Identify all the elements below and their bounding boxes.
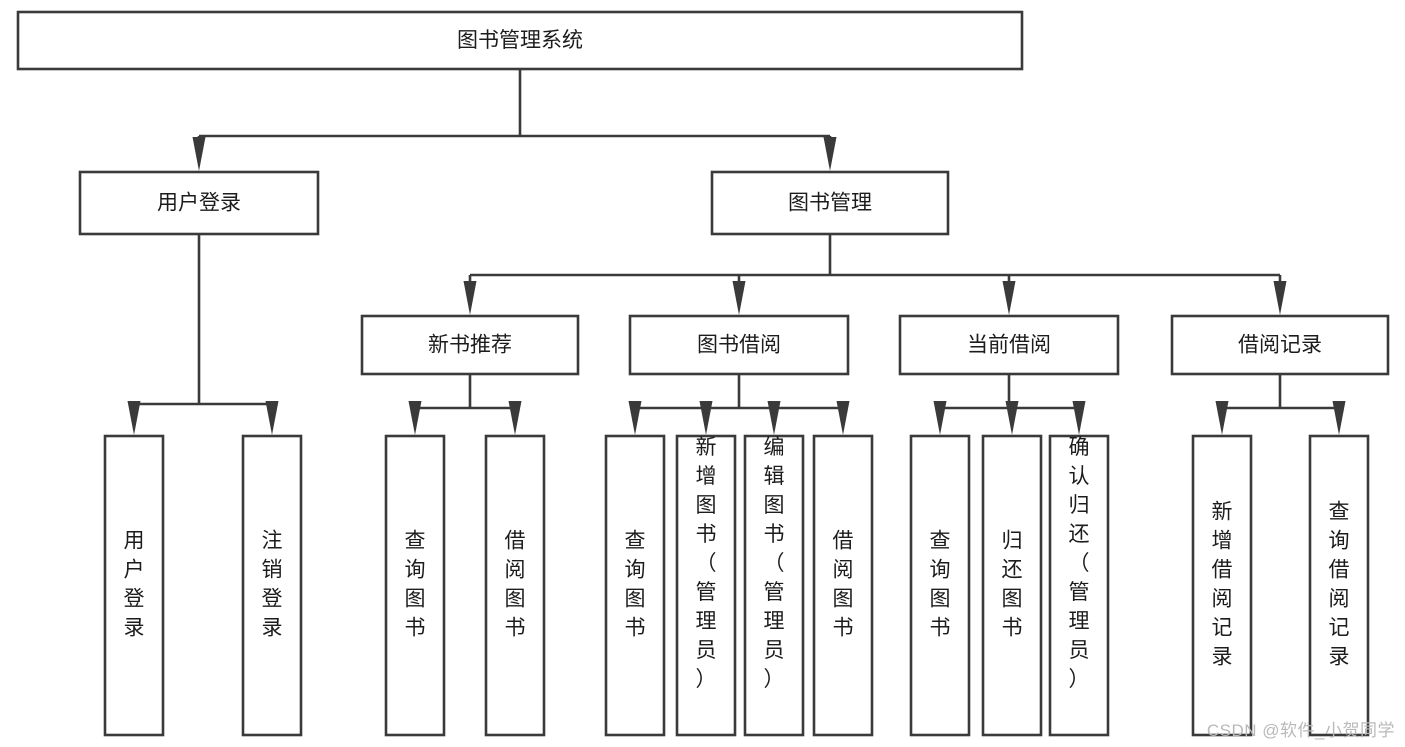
node-label: 当前借阅 xyxy=(967,334,1051,357)
node-layer: 图书管理系统用户登录图书管理新书推荐图书借阅当前借阅借阅记录用户登录注销登录查询… xyxy=(16,10,1390,737)
node-leaf-query-book-recommend[interactable]: 查询图书 xyxy=(384,434,446,737)
arrow-head-icon xyxy=(463,281,477,315)
node-box[interactable] xyxy=(898,314,1120,376)
node-leaf-user-login[interactable]: 用户登录 xyxy=(103,434,165,737)
arrow-head-icon xyxy=(1273,281,1287,315)
node-box[interactable] xyxy=(103,434,165,737)
node-box[interactable] xyxy=(78,170,320,236)
node-label: 注销登录 xyxy=(262,530,283,640)
connector-group-borrow-record xyxy=(1215,374,1346,435)
arrow-head-icon xyxy=(408,401,422,435)
node-label: 图书借阅 xyxy=(697,334,781,357)
arrow-head-icon xyxy=(1215,401,1229,435)
node-box[interactable] xyxy=(1191,434,1253,737)
node-label: 借阅图书 xyxy=(833,530,854,640)
arrow-head-icon xyxy=(265,401,279,435)
node-book-borrow[interactable]: 图书借阅 xyxy=(628,314,850,376)
node-label: 用户登录 xyxy=(157,192,241,215)
csdn-watermark: CSDN @软件_小贺同学 xyxy=(1206,721,1395,740)
node-label: 新增借阅记录 xyxy=(1212,501,1233,669)
node-label: 借阅记录 xyxy=(1238,334,1322,357)
node-book-manage[interactable]: 图书管理 xyxy=(710,170,950,236)
node-label: 确认归还（管理员） xyxy=(1069,436,1090,691)
connector-group-current-borrow xyxy=(933,374,1086,435)
node-box[interactable] xyxy=(384,434,446,737)
node-borrow-record[interactable]: 借阅记录 xyxy=(1170,314,1390,376)
arrow-head-icon xyxy=(1072,401,1086,435)
node-leaf-borrow-book[interactable]: 借阅图书 xyxy=(812,434,874,737)
arrow-head-icon xyxy=(192,137,206,171)
node-leaf-add-book[interactable]: 新增图书（管理员） xyxy=(675,434,737,737)
node-label: 查询图书 xyxy=(930,530,951,640)
connector-group-book-manage xyxy=(463,234,1287,315)
node-root[interactable]: 图书管理系统 xyxy=(16,10,1024,71)
node-leaf-query-book-borrow[interactable]: 查询图书 xyxy=(604,434,666,737)
node-leaf-borrow-book-recommend[interactable]: 借阅图书 xyxy=(484,434,546,737)
node-box[interactable] xyxy=(981,434,1043,737)
node-box[interactable] xyxy=(812,434,874,737)
arrow-head-icon xyxy=(1332,401,1346,435)
arrow-head-icon xyxy=(1002,281,1016,315)
node-user-login[interactable]: 用户登录 xyxy=(78,170,320,236)
node-label: 归还图书 xyxy=(1002,530,1023,640)
node-label: 借阅图书 xyxy=(505,530,526,640)
node-box[interactable] xyxy=(604,434,666,737)
connector-group-root xyxy=(192,69,837,171)
node-box[interactable] xyxy=(909,434,971,737)
connector-group-new-book-recommend xyxy=(408,374,522,435)
node-label: 图书管理 xyxy=(788,192,872,215)
arrow-head-icon xyxy=(836,401,850,435)
connector-group-book-borrow xyxy=(628,374,850,435)
node-label: 图书管理系统 xyxy=(457,29,583,52)
node-label: 新书推荐 xyxy=(428,334,512,357)
node-leaf-logout-login[interactable]: 注销登录 xyxy=(241,434,303,737)
node-leaf-add-borrow-record[interactable]: 新增借阅记录 xyxy=(1191,434,1253,737)
node-leaf-return-book[interactable]: 归还图书 xyxy=(981,434,1043,737)
node-label: 编辑图书（管理员） xyxy=(764,436,785,691)
node-box[interactable] xyxy=(743,434,805,737)
node-leaf-query-book-current[interactable]: 查询图书 xyxy=(909,434,971,737)
node-box[interactable] xyxy=(675,434,737,737)
node-box[interactable] xyxy=(484,434,546,737)
node-box[interactable] xyxy=(1048,434,1110,737)
arrow-head-icon xyxy=(767,401,781,435)
node-box[interactable] xyxy=(16,10,1024,71)
node-box[interactable] xyxy=(628,314,850,376)
connector-layer xyxy=(127,69,1346,435)
node-label: 新增图书（管理员） xyxy=(696,436,717,691)
node-label: 查询借阅记录 xyxy=(1329,501,1350,669)
node-leaf-edit-book[interactable]: 编辑图书（管理员） xyxy=(743,434,805,737)
node-label: 查询图书 xyxy=(405,530,426,640)
connector-group-user-login xyxy=(127,234,279,435)
arrow-head-icon xyxy=(699,401,713,435)
node-box[interactable] xyxy=(1170,314,1390,376)
node-current-borrow[interactable]: 当前借阅 xyxy=(898,314,1120,376)
node-box[interactable] xyxy=(1308,434,1370,737)
arrow-head-icon xyxy=(1005,401,1019,435)
node-box[interactable] xyxy=(710,170,950,236)
node-leaf-query-borrow-record[interactable]: 查询借阅记录 xyxy=(1308,434,1370,737)
node-new-book-recommend[interactable]: 新书推荐 xyxy=(360,314,580,376)
node-box[interactable] xyxy=(241,434,303,737)
arrow-head-icon xyxy=(933,401,947,435)
node-label: 查询图书 xyxy=(625,530,646,640)
arrow-head-icon xyxy=(823,137,837,171)
node-leaf-confirm-return[interactable]: 确认归还（管理员） xyxy=(1048,434,1110,737)
arrow-head-icon xyxy=(732,281,746,315)
node-label: 用户登录 xyxy=(124,530,145,640)
node-box[interactable] xyxy=(360,314,580,376)
arrow-head-icon xyxy=(127,401,141,435)
arrow-head-icon xyxy=(508,401,522,435)
arrow-head-icon xyxy=(628,401,642,435)
